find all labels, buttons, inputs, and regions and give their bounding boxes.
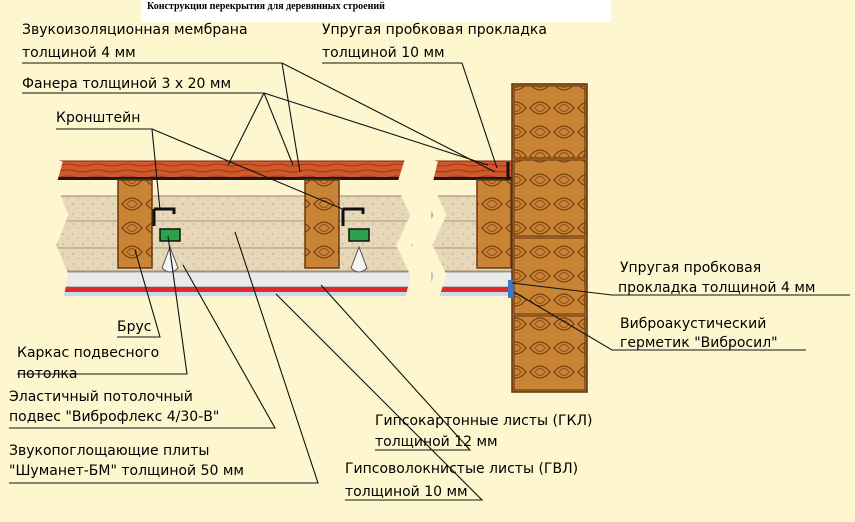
label-cork-top-line2: толщиной 10 мм — [322, 45, 445, 61]
bracket-2 — [341, 207, 370, 273]
label-frame-line2: потолка — [17, 366, 77, 382]
label-bracket: Кронштейн — [56, 110, 140, 126]
label-membrane-line2: толщиной 4 мм — [22, 45, 136, 61]
label-membrane-line1: Звукоизоляционная мембрана — [22, 22, 248, 38]
label-hanger-line1: Эластичный потолочный — [9, 389, 193, 405]
log-wall — [506, 83, 588, 393]
label-gkl-line1: Гипсокартонные листы (ГКЛ) — [375, 413, 592, 429]
label-sealant-line2: герметик "Вибросил" — [620, 335, 778, 351]
beam-3 — [476, 179, 512, 269]
beam-2 — [304, 179, 340, 269]
gypsum-board-layer — [56, 271, 413, 288]
label-hanger-line2: подвес "Виброфлекс 4/30-В" — [9, 409, 219, 425]
gypsum-fiber-layer — [57, 287, 412, 292]
label-gvl-line2: толщиной 10 мм — [345, 484, 468, 500]
label-plates-line1: Звукопоглощающие плиты — [9, 443, 209, 459]
labels: Звукоизоляционная мембрана толщиной 4 мм… — [9, 22, 815, 500]
leader-lines — [9, 62, 850, 501]
label-frame-line1: Каркас подвесного — [17, 345, 159, 361]
bracket-1 — [152, 207, 181, 273]
label-gvl-line1: Гипсоволокнистые листы (ГВЛ) — [345, 461, 578, 477]
membrane-layer — [57, 177, 412, 180]
label-plywood: Фанера толщиной 3 х 20 мм — [22, 76, 231, 92]
label-plates-line2: "Шуманет-БМ" толщиной 50 мм — [9, 463, 244, 479]
label-cork-side-line2: прокладка толщиной 4 мм — [618, 280, 815, 296]
label-cork-top-line1: Упругая пробковая прокладка — [322, 22, 547, 38]
label-gkl-line2: толщиной 12 мм — [375, 434, 498, 450]
label-beam: Брус — [117, 319, 151, 335]
label-cork-side-line1: Упругая пробковая — [620, 260, 761, 276]
page-title: Конструкция перекрытия для деревянных ст… — [141, 0, 611, 22]
beam-1 — [117, 179, 153, 269]
label-sealant-line1: Виброакустический — [620, 316, 766, 332]
floor-assembly-left — [43, 157, 426, 302]
